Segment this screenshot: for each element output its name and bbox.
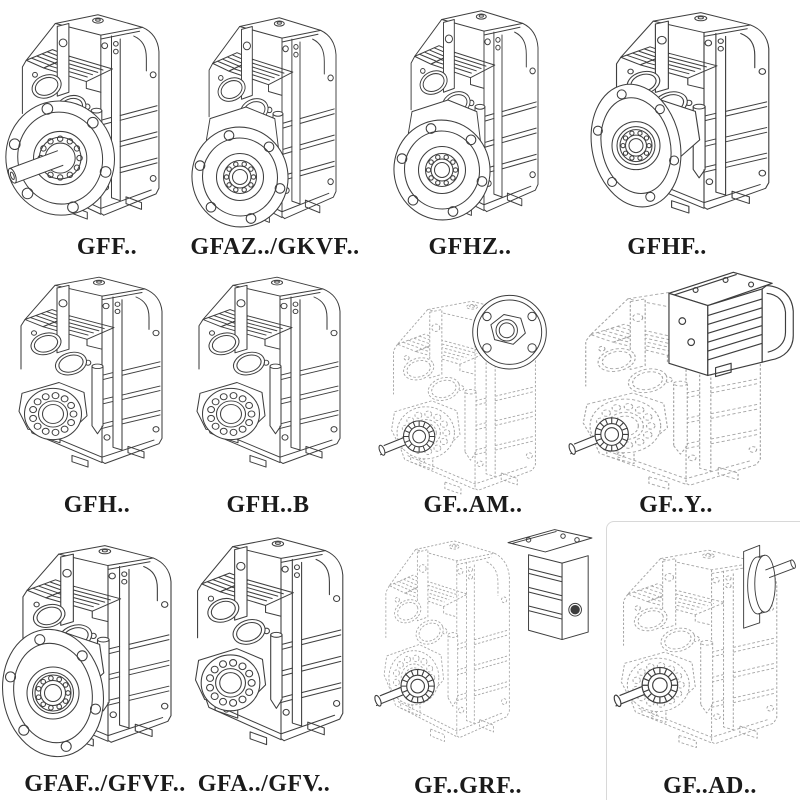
model-label: GFAZ../GKVF.. [190,234,360,260]
gearbox-drawing-gfy [567,266,800,524]
gearbox-drawing-gfhf [579,5,786,240]
model-label: GF..AD.. [663,773,757,799]
gearbox-drawing-gfhz [385,3,584,238]
model-label: GF..GRF.. [413,773,523,799]
model-label: GF..AM.. [423,492,523,518]
model-label: GFA../GFV.. [197,771,331,797]
gearbox-drawing-gff [0,7,188,235]
gearbox-drawing-gfam [377,280,585,522]
gearbox-drawing-gfgrf [372,524,593,766]
model-label: GF..Y.. [639,492,713,518]
gearbox-drawing-gfaf [0,538,193,773]
model-label: GFAF../GFVF.. [24,771,186,797]
model-label: GFHZ.. [428,234,512,260]
model-label: GFF.. [76,234,138,260]
model-label: GFH.. [63,492,131,518]
gearbox-drawing-gfa [178,530,368,765]
model-label: GFHF.. [627,234,707,260]
model-label: GFH..B [226,492,310,518]
gearbox-drawing-gfaz [183,10,382,245]
gearbox-drawing-gfhb [180,270,370,505]
gearbox-drawing-gfh [2,270,192,505]
cell-highlight-border [606,521,800,800]
